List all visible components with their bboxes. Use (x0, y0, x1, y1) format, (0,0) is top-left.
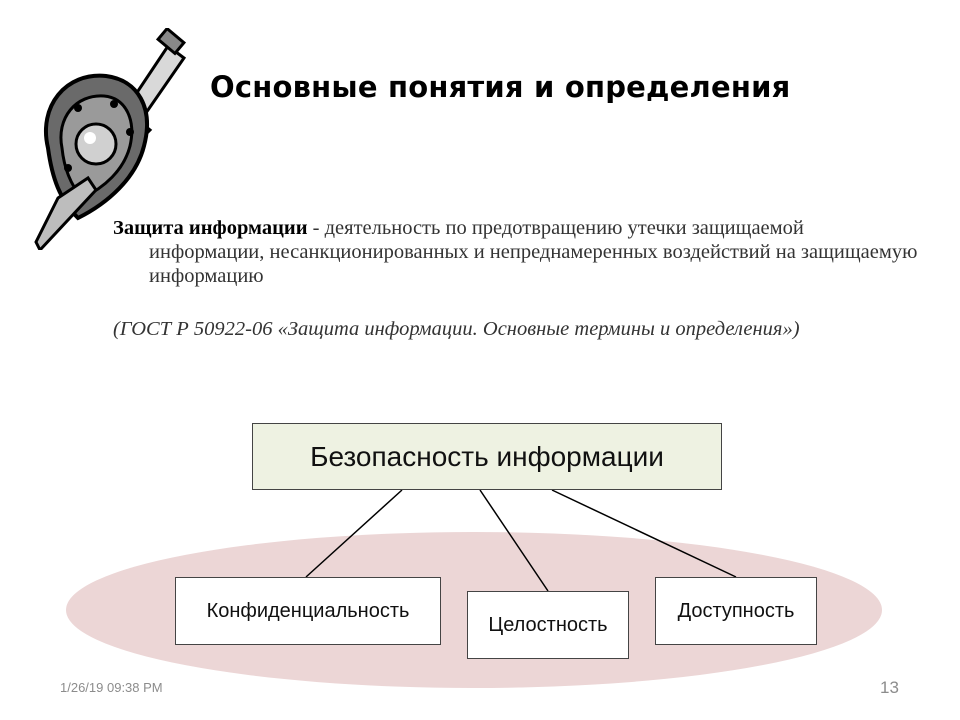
page-number: 13 (880, 678, 899, 698)
child-node-availability: Доступность (655, 577, 817, 645)
child-node-integrity: Целостность (467, 591, 629, 659)
root-node-box: Безопасность информации (252, 423, 722, 490)
footer-date: 1/26/19 09:38 PM (60, 680, 163, 695)
child-node-confidentiality: Конфиденциальность (175, 577, 441, 645)
